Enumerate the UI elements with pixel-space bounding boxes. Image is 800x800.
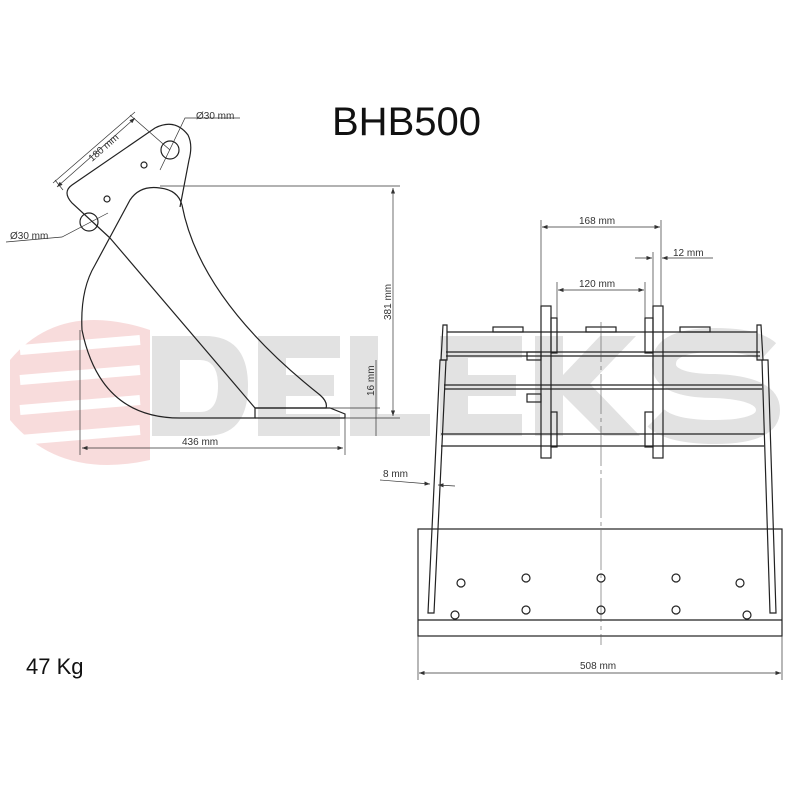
front-view: 168 mm 12 mm 120 mm 8 mm 508 mm	[379, 216, 783, 680]
dim-height: 381 mm	[383, 284, 394, 320]
dim-width: 508 mm	[580, 661, 616, 672]
dim-ear-inner: 120 mm	[579, 279, 615, 290]
dim-pin-diameter-bottom: Ø30 mm	[10, 231, 48, 242]
weight-label: 47 Kg	[26, 654, 84, 679]
dim-pin-diameter-top: Ø30 mm	[196, 111, 234, 122]
page-title: BHB500	[332, 100, 481, 144]
dim-tooth: 16 mm	[366, 365, 377, 396]
dim-side-thickness: 8 mm	[383, 469, 408, 480]
dim-ear-thickness: 12 mm	[673, 248, 704, 259]
watermark-logo	[10, 320, 781, 465]
dim-pin-spacing: 180 mm	[87, 132, 121, 164]
dim-length: 436 mm	[182, 437, 218, 448]
dim-ear-outer: 168 mm	[579, 216, 615, 227]
bolt-holes	[450, 573, 752, 620]
